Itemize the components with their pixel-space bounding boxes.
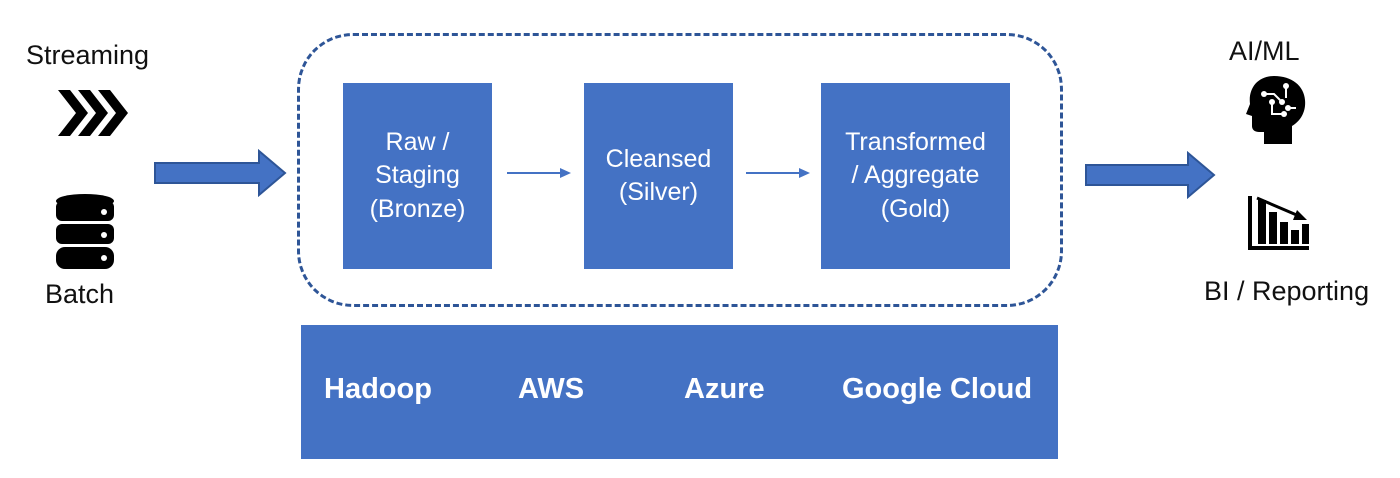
chevron-triple-icon bbox=[58, 90, 128, 136]
streaming-label: Streaming bbox=[26, 40, 150, 70]
batch-label: Batch bbox=[45, 279, 115, 309]
stage-bronze: Raw / Staging (Bronze) bbox=[343, 83, 492, 269]
stage-silver: Cleansed (Silver) bbox=[584, 83, 733, 269]
stage-gold: Transformed / Aggregate (Gold) bbox=[821, 83, 1010, 269]
database-icon bbox=[56, 194, 114, 269]
ai-head-icon bbox=[1246, 76, 1306, 144]
input-arrow bbox=[154, 149, 287, 197]
output-arrow bbox=[1085, 151, 1216, 199]
platform-google-cloud: Google Cloud bbox=[842, 373, 1033, 405]
platform-bar: Hadoop AWS Azure Google Cloud bbox=[301, 325, 1058, 459]
bi-reporting-label: BI / Reporting bbox=[1204, 276, 1370, 306]
platform-hadoop: Hadoop bbox=[324, 373, 432, 405]
platform-azure: Azure bbox=[684, 373, 765, 405]
connector-arrow-silver-gold bbox=[746, 168, 810, 178]
data-lake-frame bbox=[297, 33, 1063, 307]
connector-arrow-bronze-silver bbox=[507, 168, 571, 178]
bar-chart-icon bbox=[1248, 196, 1309, 250]
aiml-label: AI/ML bbox=[1229, 36, 1300, 66]
platform-aws: AWS bbox=[518, 373, 585, 405]
